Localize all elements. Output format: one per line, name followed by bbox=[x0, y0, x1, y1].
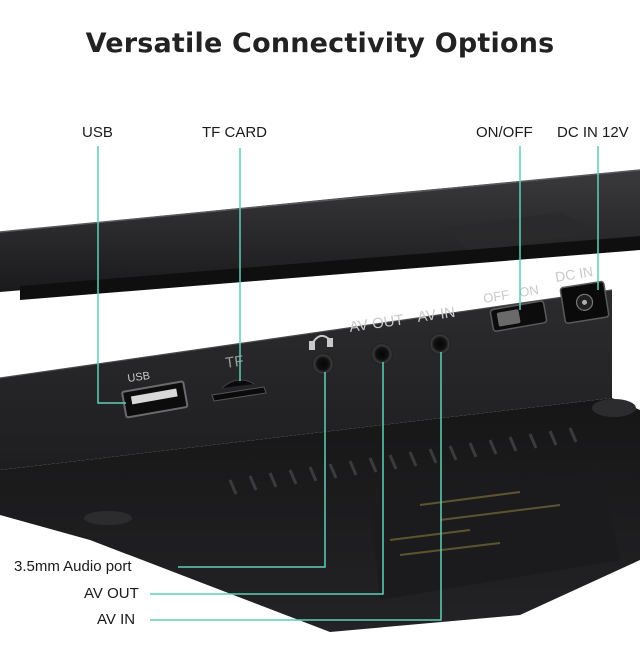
power-switch bbox=[489, 300, 548, 332]
callout-av-out: AV OUT bbox=[84, 585, 139, 602]
callout-audio-port: 3.5mm Audio port bbox=[14, 558, 132, 575]
page-title: Versatile Connectivity Options bbox=[85, 28, 555, 59]
rubber-foot-left bbox=[84, 511, 132, 525]
port-panel bbox=[0, 290, 612, 470]
lid bbox=[0, 170, 640, 292]
lid-edge-highlight bbox=[0, 169, 640, 233]
usb-port bbox=[121, 380, 189, 419]
base-label-print bbox=[389, 491, 561, 556]
device-print-av-in: AV IN bbox=[416, 304, 456, 326]
callout-usb: USB bbox=[82, 124, 113, 141]
device-print-dc-in: DC IN bbox=[554, 263, 594, 285]
port-panel-top-edge bbox=[0, 289, 613, 379]
vent-slots bbox=[228, 427, 578, 495]
dc-in-port bbox=[559, 280, 610, 324]
device-print-off: OFF bbox=[482, 287, 510, 306]
leader-av-in bbox=[150, 352, 442, 621]
callout-on-off: ON/OFF bbox=[476, 124, 533, 141]
headphone-icon bbox=[309, 334, 333, 350]
lid-inner bbox=[20, 236, 640, 300]
leader-audio-port bbox=[178, 372, 326, 568]
rubber-foot-right bbox=[592, 399, 636, 417]
leader-usb bbox=[97, 146, 126, 404]
device-print-usb: USB bbox=[127, 370, 151, 385]
leader-lines bbox=[97, 146, 599, 621]
audio-jack bbox=[312, 353, 334, 375]
av-in-jack bbox=[429, 333, 451, 355]
tf-card-slot bbox=[211, 379, 267, 402]
callout-av-in: AV IN bbox=[97, 611, 136, 628]
av-out-jack bbox=[371, 343, 393, 365]
device-print-tf: TF bbox=[224, 353, 245, 372]
callout-tf-card: TF CARD bbox=[202, 124, 267, 141]
callout-dc-in: DC IN 12V bbox=[557, 124, 629, 141]
leader-av-out bbox=[150, 362, 384, 595]
speaker-grille bbox=[445, 212, 600, 252]
device-print-on: ON bbox=[518, 282, 540, 300]
